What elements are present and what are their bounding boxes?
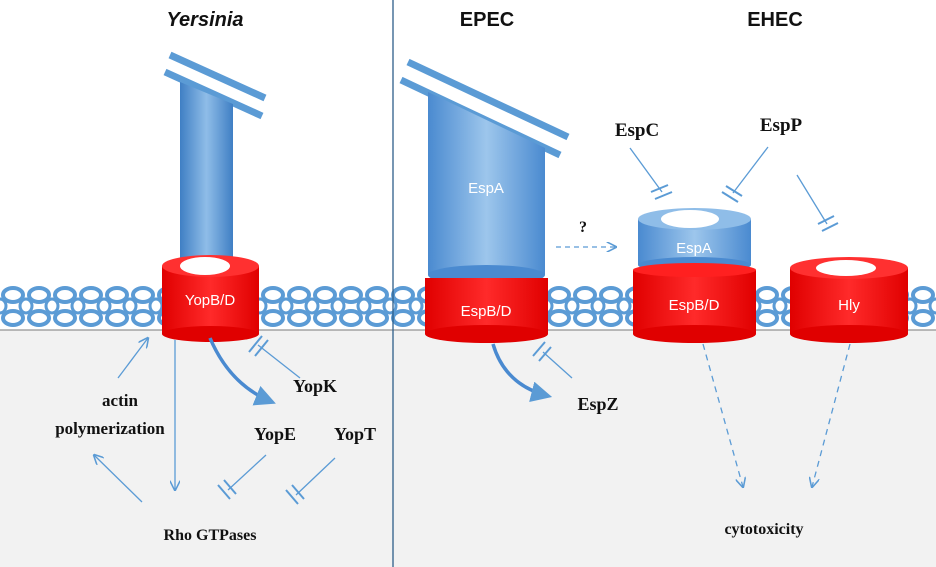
espc-label: EspC — [615, 120, 659, 141]
ehec-title: EHEC — [747, 9, 803, 31]
ehec-espa-label: EspA — [676, 240, 712, 257]
espz-label: EspZ — [577, 394, 618, 414]
yopk-inhibition-line — [257, 344, 301, 379]
yope-inhibition-line — [227, 454, 267, 491]
epec-espbd-label: EspB/D — [461, 303, 512, 320]
espp-label: EspP — [760, 115, 803, 136]
cytotoxicity-label: cytotoxicity — [724, 521, 803, 538]
espz-translocation-arrow — [491, 343, 553, 403]
question-mark: ? — [579, 219, 587, 236]
epec-espa-label: EspA — [468, 180, 504, 197]
hly-pore — [790, 257, 908, 343]
espp-hly-inhibition-line — [796, 174, 828, 225]
hly-label: Hly — [838, 297, 860, 314]
espp-espa-inhibition-line — [732, 146, 769, 194]
yopk-label: YopK — [293, 376, 337, 396]
yopt-label: YopT — [334, 424, 376, 444]
yersinia-title: Yersinia — [166, 9, 243, 31]
rho-to-actin-arrow — [94, 455, 143, 503]
rho-label: Rho GTPases — [164, 527, 257, 544]
espz-inhibition-line — [542, 351, 573, 379]
espc-inhibition-line — [629, 147, 663, 193]
yope-label: YopE — [254, 424, 296, 444]
host-cytoplasm — [0, 330, 936, 567]
yope-translocation-arrow — [208, 337, 276, 406]
hly-to-cytotoxicity-arrow — [812, 343, 851, 487]
actin-label-line1: actin — [102, 391, 138, 410]
espbd-to-cytotoxicity-arrow — [702, 343, 743, 487]
yopbd-pore — [162, 255, 259, 342]
epec-title: EPEC — [460, 9, 514, 31]
epec-espa-filament — [399, 58, 570, 285]
actin-to-pore-arrow — [117, 338, 148, 379]
epec-espbd-pore — [425, 278, 548, 343]
yopt-inhibition-line — [295, 457, 336, 496]
actin-label-line2: polymerization — [55, 419, 165, 438]
ehec-espbd-label: EspB/D — [669, 297, 720, 314]
yopbd-label: YopB/D — [185, 292, 235, 309]
yersinia-needle — [163, 51, 267, 265]
ehec-espbd-pore — [633, 263, 756, 343]
